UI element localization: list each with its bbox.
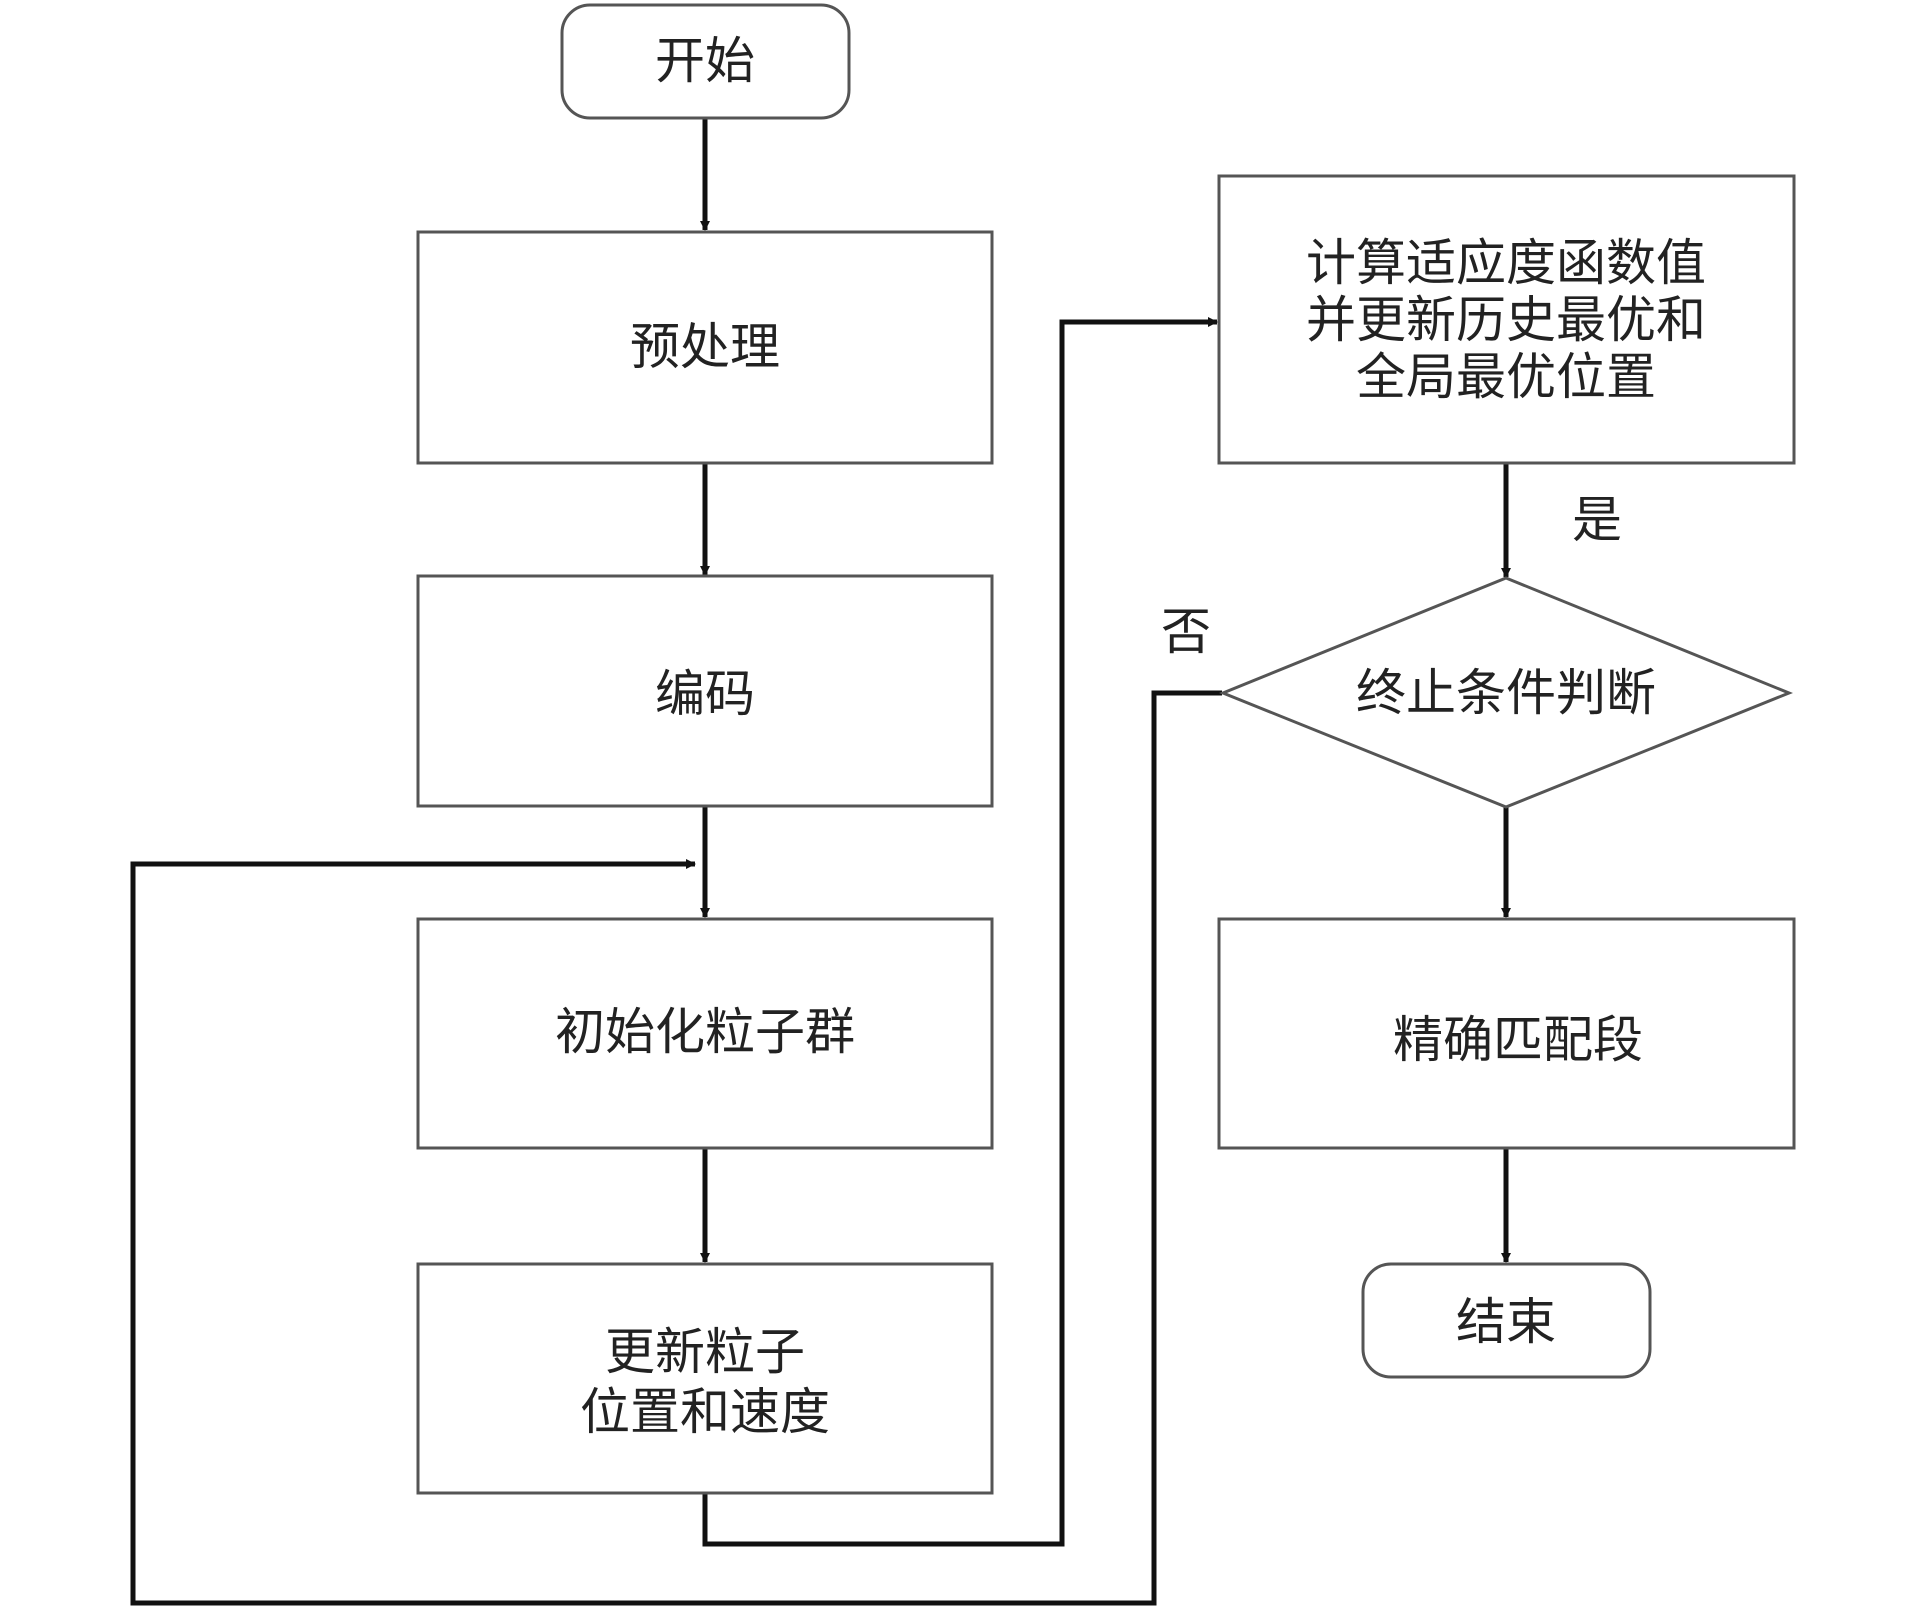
- node-end-label: 结束: [1456, 1293, 1556, 1351]
- node-encode-label: 编码: [655, 665, 755, 723]
- node-start: 开始: [560, 3, 851, 120]
- edges: [130, 117, 1511, 1606]
- node-update-particles-line-2: 位置和速度: [580, 1383, 830, 1441]
- node-compute-fitness: 计算适应度函数值 并更新历史最优和 全局最优位置: [1217, 174, 1796, 465]
- node-preprocess: 预处理: [416, 230, 994, 465]
- node-preprocess-label: 预处理: [630, 318, 780, 376]
- edge-label-no: 否: [1161, 603, 1211, 661]
- node-termination-check: 终止条件判断: [1219, 576, 1793, 809]
- node-compute-fitness-line-3: 全局最优位置: [1356, 348, 1656, 406]
- node-start-label: 开始: [655, 32, 755, 90]
- node-compute-fitness-line-2: 并更新历史最优和: [1306, 291, 1706, 349]
- node-update-particles: 更新粒子 位置和速度: [416, 1262, 994, 1495]
- node-exact-match-label: 精确匹配段: [1393, 1011, 1643, 1069]
- node-termination-check-label: 终止条件判断: [1356, 664, 1656, 722]
- node-end: 结束: [1361, 1262, 1652, 1379]
- edge-termination-check-no-to-init-swarm: [130, 690, 1222, 1606]
- node-init-swarm-label: 初始化粒子群: [555, 1003, 855, 1061]
- node-encode: 编码: [416, 574, 994, 808]
- edge-update-particles-to-compute-fitness: [702, 317, 1218, 1547]
- edge-label-yes: 是: [1572, 491, 1622, 549]
- node-update-particles-line-1: 更新粒子: [605, 1323, 805, 1381]
- node-exact-match: 精确匹配段: [1217, 917, 1796, 1150]
- node-init-swarm: 初始化粒子群: [416, 917, 994, 1150]
- node-compute-fitness-line-1: 计算适应度函数值: [1306, 234, 1706, 292]
